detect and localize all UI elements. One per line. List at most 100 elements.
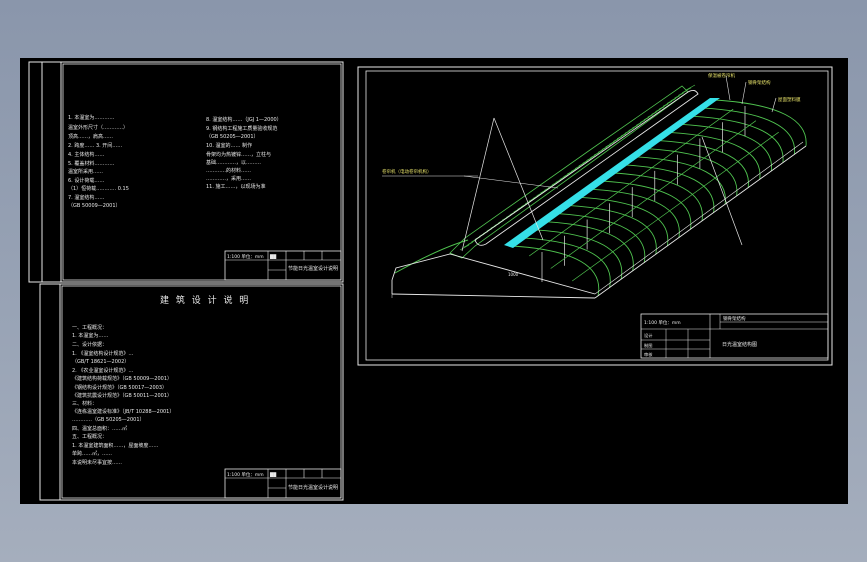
hatch-stroke — [590, 152, 600, 159]
arch-frame — [703, 107, 795, 155]
spec-line: 《连栋温室建设标准》（JB/T 10288—2001） — [72, 408, 174, 415]
hatch-stroke — [567, 168, 577, 175]
hatch-stroke — [678, 90, 688, 96]
hatch-stroke — [601, 144, 611, 150]
cad-model-space[interactable]: 1. 本温室为………… 温室外形尺寸（…………） 顶高……，肩高…… 2. 跨度… — [20, 58, 848, 504]
hatch-stroke — [639, 117, 650, 123]
spec-line: 1. 《温室结构设计规范》… — [72, 350, 133, 357]
arch-frame — [568, 204, 657, 255]
title-block-row: 设计 — [644, 332, 652, 339]
hatch-stroke — [620, 130, 631, 137]
spec-line: 本说明未尽事宜按…… — [72, 459, 122, 466]
arch-frame — [579, 196, 669, 247]
arch-frame — [692, 115, 784, 163]
hatch-stroke — [563, 171, 573, 178]
arch-frame — [602, 180, 692, 230]
hatch-stroke — [551, 179, 562, 186]
hatch-stroke — [559, 174, 569, 180]
arch-frame — [636, 156, 726, 205]
hatch-stroke — [616, 133, 627, 140]
right-sheet-outer-border — [357, 66, 833, 366]
purlin — [528, 108, 734, 257]
right-sheet-inner-border — [365, 70, 829, 361]
left-top-spec-col1: 1. 本温室为………… 温室外形尺寸（…………） 顶高……，肩高…… 2. 跨度… — [68, 114, 129, 209]
spec-line: 单跨……㎡，…… — [72, 450, 112, 457]
right-sheet: 1000 保温被卷帘机 钢骨架结构 屋面塑料膜 卷帘机（电动卷帘机构） — [357, 66, 833, 366]
hatch-stroke — [605, 141, 615, 148]
hatch-stroke — [682, 87, 692, 93]
hatch-stroke — [628, 125, 638, 131]
ground-line-front — [391, 293, 596, 299]
arch-frame — [590, 188, 680, 238]
hatch-stroke — [586, 155, 596, 161]
hatch-stroke — [643, 114, 654, 121]
arch-frame — [658, 140, 749, 188]
title-block-row: 制图 — [644, 342, 652, 349]
left-bottom-title-block: 1:100 单位：mm ██ 节能日光温室设计说明 — [224, 468, 342, 499]
hatch-stroke — [555, 176, 565, 183]
purlin — [571, 131, 779, 282]
hatch-stroke — [582, 157, 592, 164]
spec-line: （GB/T 18621—2002） — [72, 359, 129, 365]
title-block-drawing-name: 节能日光温室设计说明 — [288, 484, 338, 491]
ridge-walkway — [504, 98, 720, 248]
leader-line — [461, 117, 495, 252]
arch-frame — [511, 245, 600, 297]
spec-line: 2. 跨度…… 3. 开间…… — [68, 142, 122, 149]
arch-frame — [714, 99, 807, 147]
left-top-sheet: 1. 本温室为………… 温室外形尺寸（…………） 顶高……，肩高…… 2. 跨度… — [28, 61, 344, 283]
spec-line: 4. 主体结构…… — [68, 151, 104, 158]
leader-line — [493, 117, 544, 241]
hatch-stroke — [636, 119, 646, 126]
left-top-inner-frame — [62, 63, 342, 281]
spec-line: （GB 50009—2001） — [68, 203, 121, 209]
hatch-stroke — [463, 242, 473, 248]
callout-label: 屋面塑料膜 — [778, 96, 801, 103]
dimension-text: 1000 — [508, 272, 519, 277]
left-bottom-spec-lines: 一、工程概况： 1. 本温室为…… 二、设计依据： 1. 《温室结构设计规范》…… — [72, 324, 174, 466]
callout-label: 钢骨架结构 — [748, 79, 771, 86]
arch-frame — [681, 123, 772, 172]
greenhouse-arches — [511, 99, 807, 297]
spec-line: …………，采用…… — [206, 175, 251, 182]
title-block-scale: 1:100 单位：mm — [644, 319, 681, 326]
callout-label: 保温被卷帘机 — [708, 72, 735, 79]
left-top-title-block: 1:100 单位：mm ██ 节能日光温室设计说明 — [224, 250, 342, 281]
hatch-stroke — [597, 147, 608, 153]
leader-line — [701, 136, 743, 246]
gable-end-outline — [391, 253, 596, 295]
spec-line: 1. 本温室建筑面积……，屋面坡度…… — [72, 442, 158, 449]
spec-line: 一、工程概况： — [72, 324, 107, 331]
roller-cylinder — [474, 89, 699, 246]
hatch-stroke — [613, 136, 623, 142]
arch-frame — [534, 229, 623, 280]
insulation-blanket-hatch — [459, 84, 696, 251]
spec-line: …………的材料…… — [206, 167, 251, 174]
spec-line: 10. 温室的…… 制作 — [206, 142, 252, 149]
spec-line: （GB 50205—2001） — [206, 134, 259, 140]
spec-line: （1）恒荷载………… 0.15 — [68, 185, 129, 192]
arch-frame — [557, 213, 646, 263]
title-block-cell: ██ — [269, 254, 277, 259]
title-block-scale: 1:100 单位：mm — [227, 253, 264, 260]
hatch-stroke — [666, 98, 676, 104]
hatch-stroke — [670, 95, 680, 102]
hatch-stroke — [609, 138, 619, 145]
title-block-label: 钢骨架结构 — [723, 315, 746, 322]
spec-line: 《建筑结构荷载规范》（GB 50009—2001） — [72, 375, 172, 382]
spec-line: 5. 覆盖材料………… — [68, 160, 114, 167]
callout-label: 卷帘机（电动卷帘机构） — [382, 168, 432, 175]
title-block-row: 审核 — [644, 351, 653, 358]
left-bottom-heading: 建 筑 设 计 说 明 — [160, 294, 250, 306]
spec-line: 2. 《农业温室设计规范》… — [72, 367, 133, 374]
arch-frame — [669, 131, 761, 180]
hatch-stroke — [662, 101, 673, 107]
hatch-stroke — [632, 122, 642, 129]
spec-line: 五、工程概况： — [72, 433, 107, 440]
spec-line: 四、温室总面积：……㎡ — [72, 425, 127, 432]
hatch-stroke — [647, 111, 657, 118]
spec-line: 基础…………，以……… — [206, 159, 261, 166]
arch-frame — [624, 164, 715, 213]
hatch-stroke — [574, 163, 585, 169]
ground-line-side — [594, 145, 807, 299]
